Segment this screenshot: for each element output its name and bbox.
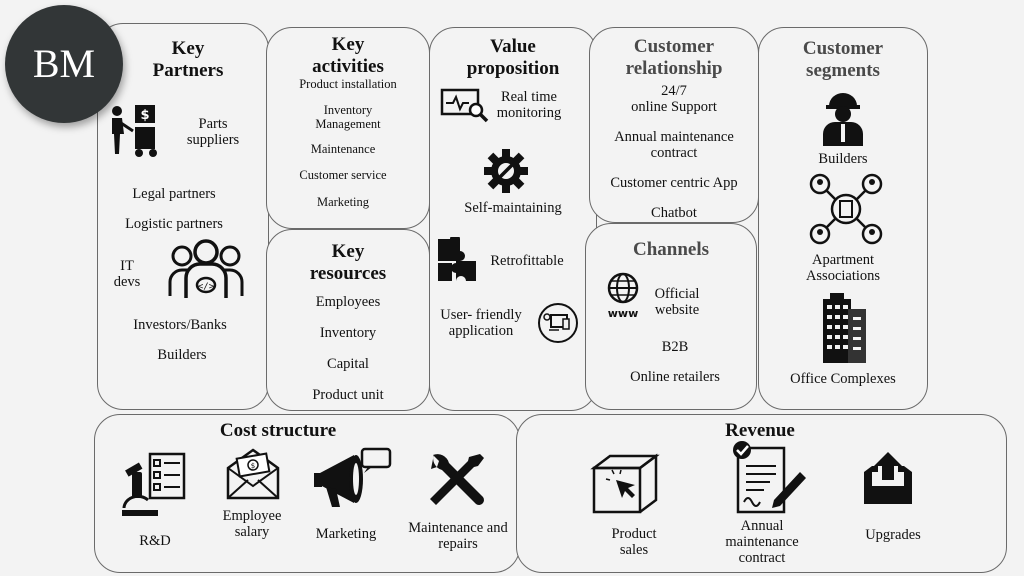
devices-settings-icon <box>538 303 578 343</box>
rnd-label: R&D <box>139 533 171 549</box>
relationship-item: Chatbot <box>651 205 697 221</box>
svg-text:$: $ <box>140 108 149 123</box>
key-partners-section <box>97 23 269 410</box>
svg-text:$: $ <box>251 462 255 470</box>
office-building-icon <box>823 293 866 363</box>
logistic-partners-label: Logistic partners <box>125 216 223 232</box>
cost-structure-title: Cost structure <box>219 420 337 441</box>
salary-envelope-icon: $ <box>226 448 280 500</box>
puzzle-icon <box>438 237 476 281</box>
realtime-monitoring-label: Real time monitoring <box>496 89 562 121</box>
activity-item: Inventory Management <box>315 103 381 131</box>
official-website-label: Official website <box>654 286 700 318</box>
parts-suppliers-label: Parts suppliers <box>186 116 240 148</box>
builders-partner-label: Builders <box>157 347 207 363</box>
wrench-screwdriver-icon <box>430 454 484 505</box>
customer-relationship-section <box>589 27 759 223</box>
cost-structure-section <box>94 414 520 573</box>
building-network-icon <box>809 173 883 245</box>
activity-item: Product installation <box>299 77 397 91</box>
online-retailers-label: Online retailers <box>630 369 720 385</box>
resource-item: Capital <box>327 356 369 372</box>
svg-text:</>: </> <box>198 282 215 292</box>
user-friendly-app-label: User- friendly application <box>440 307 522 339</box>
www-text: www <box>608 307 639 320</box>
office-complexes-label: Office Complexes <box>790 371 896 387</box>
builders-segment-label: Builders <box>818 151 868 167</box>
apartment-associations-label: Apartment Associations <box>805 252 881 284</box>
bm-logo: BM <box>5 5 123 123</box>
activity-item: Marketing <box>316 195 370 209</box>
self-maintaining-label: Self-maintaining <box>464 200 562 216</box>
relationship-item: 24/7 online Support <box>631 83 717 115</box>
microscope-checklist-icon <box>122 452 186 516</box>
revenue-section <box>516 414 1007 573</box>
key-activities-section <box>266 27 430 229</box>
worker-with-cart-icon: $ <box>112 105 157 157</box>
upgrades-label: Upgrades <box>865 527 921 543</box>
key-resources-section <box>266 229 430 411</box>
megaphone-icon <box>314 447 392 507</box>
relationship-item: Annual maintenance contract <box>614 129 734 161</box>
retrofittable-label: Retrofittable <box>490 253 564 269</box>
resource-item: Product unit <box>312 387 384 403</box>
upload-box-icon <box>864 452 912 504</box>
channels-title: Channels <box>632 239 710 260</box>
channels-section <box>585 223 757 410</box>
activity-item: Customer service <box>299 168 387 182</box>
gear-wrench-icon <box>484 149 528 193</box>
resource-item: Employees <box>315 294 381 310</box>
revenue-title: Revenue <box>725 420 795 441</box>
value-proposition-section <box>429 27 597 411</box>
developer-team-icon: </> <box>168 239 244 298</box>
marketing-cost-label: Marketing <box>315 526 377 542</box>
it-devs-label: IT devs <box>113 258 141 290</box>
monitor-magnifier-icon <box>440 88 489 123</box>
annual-contract-label: Annual maintenance contract <box>725 518 799 566</box>
contract-sign-icon <box>733 441 806 514</box>
investors-banks-label: Investors/Banks <box>133 317 227 333</box>
employee-salary-label: Employee salary <box>222 508 282 540</box>
relationship-item: Customer centric App <box>610 175 738 191</box>
construction-worker-icon <box>823 93 863 146</box>
product-sales-label: Product sales <box>611 526 657 558</box>
resource-item: Inventory <box>319 325 377 341</box>
globe-www-icon: www <box>607 272 639 320</box>
legal-partners-label: Legal partners <box>132 186 216 202</box>
b2b-label: B2B <box>661 339 689 355</box>
maintenance-repairs-label: Maintenance and repairs <box>408 520 508 552</box>
activity-item: Maintenance <box>310 142 376 156</box>
product-box-icon <box>590 453 660 514</box>
